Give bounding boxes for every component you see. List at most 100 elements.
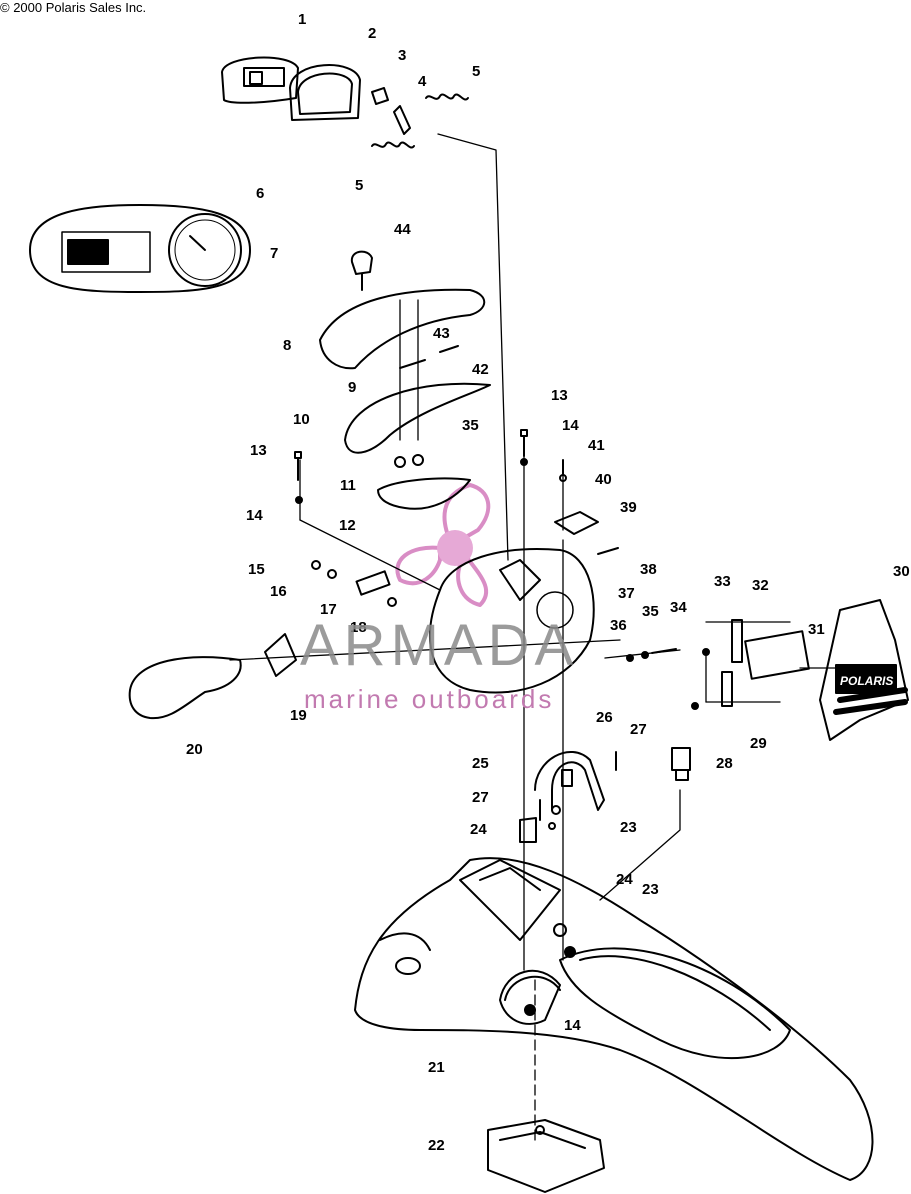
callout-9: 9 bbox=[348, 379, 356, 396]
callout-13-left: 13 bbox=[250, 442, 267, 459]
part-22-tray bbox=[487, 1119, 605, 1193]
callout-numbers: 1 2 3 4 5 5 6 7 44 8 43 9 42 10 35 13 14… bbox=[186, 11, 910, 1154]
part-23-nut bbox=[551, 805, 561, 815]
callout-31: 31 bbox=[808, 621, 825, 638]
part-21-mount bbox=[504, 975, 561, 1001]
part-17-bracket bbox=[355, 570, 391, 596]
callout-8: 8 bbox=[283, 337, 291, 354]
part-6-gauge-cluster bbox=[29, 204, 251, 293]
callout-36: 36 bbox=[610, 617, 627, 634]
copyright-notice: © 2000 Polaris Sales Inc. bbox=[0, 0, 147, 15]
part-11-nut bbox=[394, 456, 406, 468]
callout-27-upper: 27 bbox=[630, 721, 647, 738]
callout-37: 37 bbox=[618, 585, 635, 602]
part-29-strip bbox=[721, 671, 733, 707]
callout-14-right: 14 bbox=[562, 417, 579, 434]
callout-21: 21 bbox=[428, 1059, 445, 1076]
part-3-clip bbox=[371, 87, 389, 105]
part-5-spring-upper bbox=[425, 93, 469, 101]
callout-44: 44 bbox=[394, 221, 411, 238]
callout-10: 10 bbox=[293, 411, 310, 428]
part-19-mount bbox=[264, 633, 297, 677]
part-35-washer bbox=[641, 651, 649, 659]
part-42-pin bbox=[439, 345, 459, 353]
callout-17: 17 bbox=[320, 601, 337, 618]
callout-41: 41 bbox=[588, 437, 605, 454]
watermark-brand: ARMADA bbox=[300, 613, 579, 678]
part-38-pin bbox=[597, 547, 619, 555]
part-37-console bbox=[429, 548, 595, 694]
callout-42: 42 bbox=[472, 361, 489, 378]
callout-11: 11 bbox=[340, 477, 356, 494]
callout-13-right: 13 bbox=[551, 387, 568, 404]
part-12-plate bbox=[377, 477, 471, 510]
callout-6: 6 bbox=[256, 185, 264, 202]
callout-35-upper: 35 bbox=[462, 417, 479, 434]
hull-body bbox=[354, 857, 874, 1181]
watermark-propeller-icon bbox=[395, 483, 491, 607]
callout-12: 12 bbox=[339, 517, 356, 534]
callout-39: 39 bbox=[620, 499, 637, 516]
part-2-bezel bbox=[289, 64, 361, 121]
callout-27-lower: 27 bbox=[472, 789, 489, 806]
callout-33: 33 bbox=[714, 573, 731, 590]
part-18-screw bbox=[387, 597, 397, 607]
callout-7: 7 bbox=[270, 245, 278, 262]
part-20-mirror bbox=[128, 656, 242, 720]
part-44-knob bbox=[350, 250, 373, 291]
callout-30: 30 bbox=[893, 563, 910, 580]
part-7-tachometer bbox=[168, 213, 242, 287]
part-1-display-housing bbox=[221, 56, 299, 104]
part-40-washer bbox=[559, 474, 567, 482]
part-32-strip bbox=[731, 619, 743, 663]
part-15-nut bbox=[311, 560, 321, 570]
part-5-spring-lower bbox=[371, 141, 415, 149]
callout-25: 25 bbox=[472, 755, 489, 772]
part-33-fastener bbox=[702, 648, 710, 656]
part-28-cap bbox=[671, 747, 691, 781]
part-13-bolt bbox=[294, 429, 528, 481]
callout-1: 1 bbox=[298, 11, 306, 28]
callout-5-upper: 5 bbox=[472, 63, 480, 80]
part-8-cover bbox=[319, 288, 486, 370]
part-31-panel bbox=[744, 630, 810, 680]
part-10-shield bbox=[344, 382, 491, 454]
part-25-grip bbox=[561, 769, 573, 787]
callout-2: 2 bbox=[368, 25, 376, 42]
callout-34: 34 bbox=[670, 599, 687, 616]
callout-40: 40 bbox=[595, 471, 612, 488]
callout-5-lower: 5 bbox=[355, 177, 363, 194]
callout-23-upper: 23 bbox=[620, 819, 637, 836]
callout-29: 29 bbox=[750, 735, 767, 752]
callout-38: 38 bbox=[640, 561, 657, 578]
decal-brand-text: POLARIS bbox=[840, 674, 893, 688]
part-14-washer bbox=[295, 496, 303, 504]
callout-3: 3 bbox=[398, 47, 406, 64]
part-43-pin bbox=[399, 359, 426, 369]
callout-14-lower: 14 bbox=[564, 1017, 581, 1034]
callout-4: 4 bbox=[418, 73, 427, 90]
part-36-washer bbox=[626, 654, 634, 662]
callout-19: 19 bbox=[290, 707, 307, 724]
callout-26: 26 bbox=[596, 709, 613, 726]
callout-35-lower: 35 bbox=[642, 603, 659, 620]
part-30-decal: POLARIS bbox=[819, 599, 909, 741]
callout-24-lower: 24 bbox=[616, 871, 633, 888]
callout-14-left: 14 bbox=[246, 507, 263, 524]
callout-18: 18 bbox=[350, 619, 367, 636]
callout-16: 16 bbox=[270, 583, 287, 600]
part-16-washer bbox=[327, 569, 337, 579]
part-26-handle bbox=[534, 750, 605, 811]
callout-24-upper: 24 bbox=[470, 821, 487, 838]
part-24-washer bbox=[548, 822, 556, 830]
callout-28: 28 bbox=[716, 755, 733, 772]
callout-23-lower: 23 bbox=[642, 881, 659, 898]
callout-32: 32 bbox=[752, 577, 769, 594]
callout-43: 43 bbox=[433, 325, 450, 342]
watermark-tagline: marine outboards bbox=[304, 684, 555, 714]
callout-15: 15 bbox=[248, 561, 265, 578]
callout-22: 22 bbox=[428, 1137, 445, 1154]
callout-20: 20 bbox=[186, 741, 203, 758]
